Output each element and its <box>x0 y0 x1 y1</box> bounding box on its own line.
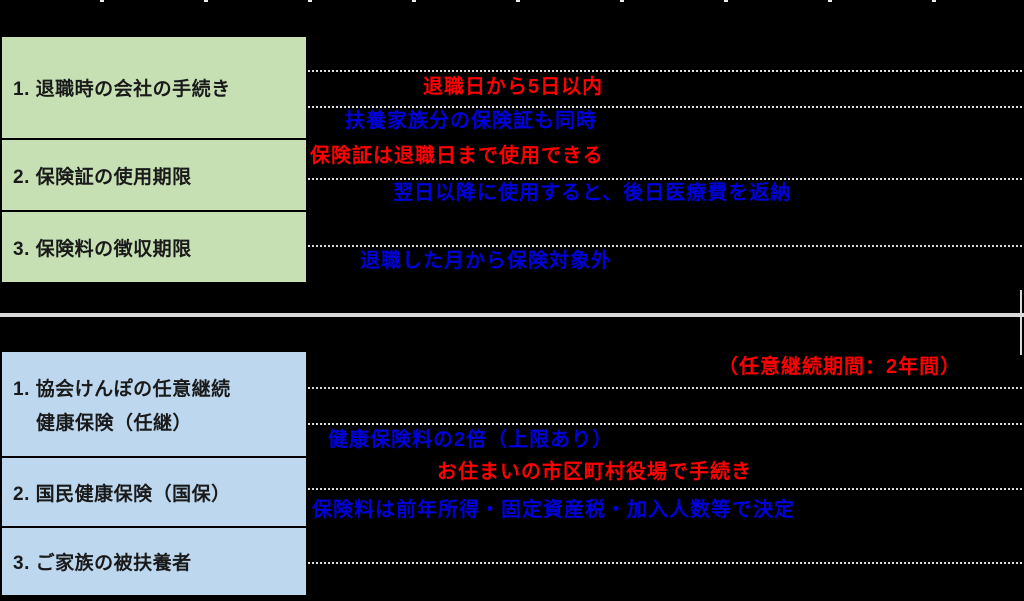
section2-label-column: 1. 協会けんぽの任意継続 健康保険（任継） 2. 国民健康保険（国保） 3. … <box>2 352 306 595</box>
dotted-divider <box>308 178 1022 180</box>
section2-row1-label-line2: 健康保険（任継） <box>36 412 193 434</box>
note-continuation-period: （任意継続期間：2年間） <box>718 356 962 378</box>
note-within-5-days: 退職日から5日以内 <box>423 76 604 98</box>
note-municipal-office: お住まいの市区町村役場で手続き <box>437 461 752 483</box>
section1-row1-label: 1. 退職時の会社の手続き <box>13 79 231 100</box>
section2-row-national-insurance: 2. 国民健康保険（国保） <box>2 458 306 528</box>
section1-label-column: 1. 退職時の会社の手続き 2. 保険証の使用期限 3. 保険料の徴収期限 <box>2 37 306 282</box>
right-edge-border <box>1020 290 1022 355</box>
table-separator <box>0 313 1024 317</box>
section1-row3-label: 3. 保険料の徴収期限 <box>13 238 192 260</box>
section2-row1-label-line1: 1. 協会けんぽの任意継続 <box>13 378 231 400</box>
note-double-premium: 健康保険料の2倍（上限あり） <box>328 429 614 451</box>
note-card-valid-until: 保険証は退職日まで使用できる <box>310 145 604 167</box>
note-premium-calculation: 保険料は前年所得・固定資産税・加入人数等で決定 <box>312 499 795 521</box>
section1-row-premium-deadline: 3. 保険料の徴収期限 <box>2 212 306 282</box>
section1-row-company-procedure: 1. 退職時の会社の手続き <box>2 37 306 140</box>
section2-row-family-dependent: 3. ご家族の被扶養者 <box>2 528 306 595</box>
dotted-divider <box>308 562 1022 564</box>
dotted-divider <box>308 387 1022 389</box>
note-repay-medical-costs: 翌日以降に使用すると、後日医療費を返納 <box>393 182 792 204</box>
dotted-divider <box>308 488 1022 490</box>
section1-row2-label: 2. 保険証の使用期限 <box>13 166 192 188</box>
section2-row2-label: 2. 国民健康保険（国保） <box>13 483 231 505</box>
section1-row-card-deadline: 2. 保険証の使用期限 <box>2 140 306 212</box>
dotted-divider <box>308 245 1022 247</box>
section2-row-voluntary-continuation: 1. 協会けんぽの任意継続 健康保険（任継） <box>2 352 306 458</box>
dotted-divider <box>308 106 1022 108</box>
note-dependents-cards: 扶養家族分の保険証も同時 <box>345 110 597 132</box>
dotted-divider <box>308 70 1022 72</box>
top-border-ticks <box>0 0 1024 2</box>
dotted-divider <box>308 423 1022 425</box>
note-out-of-coverage: 退職した月から保険対象外 <box>360 250 612 272</box>
section2-row3-label: 3. ご家族の被扶養者 <box>13 553 192 574</box>
